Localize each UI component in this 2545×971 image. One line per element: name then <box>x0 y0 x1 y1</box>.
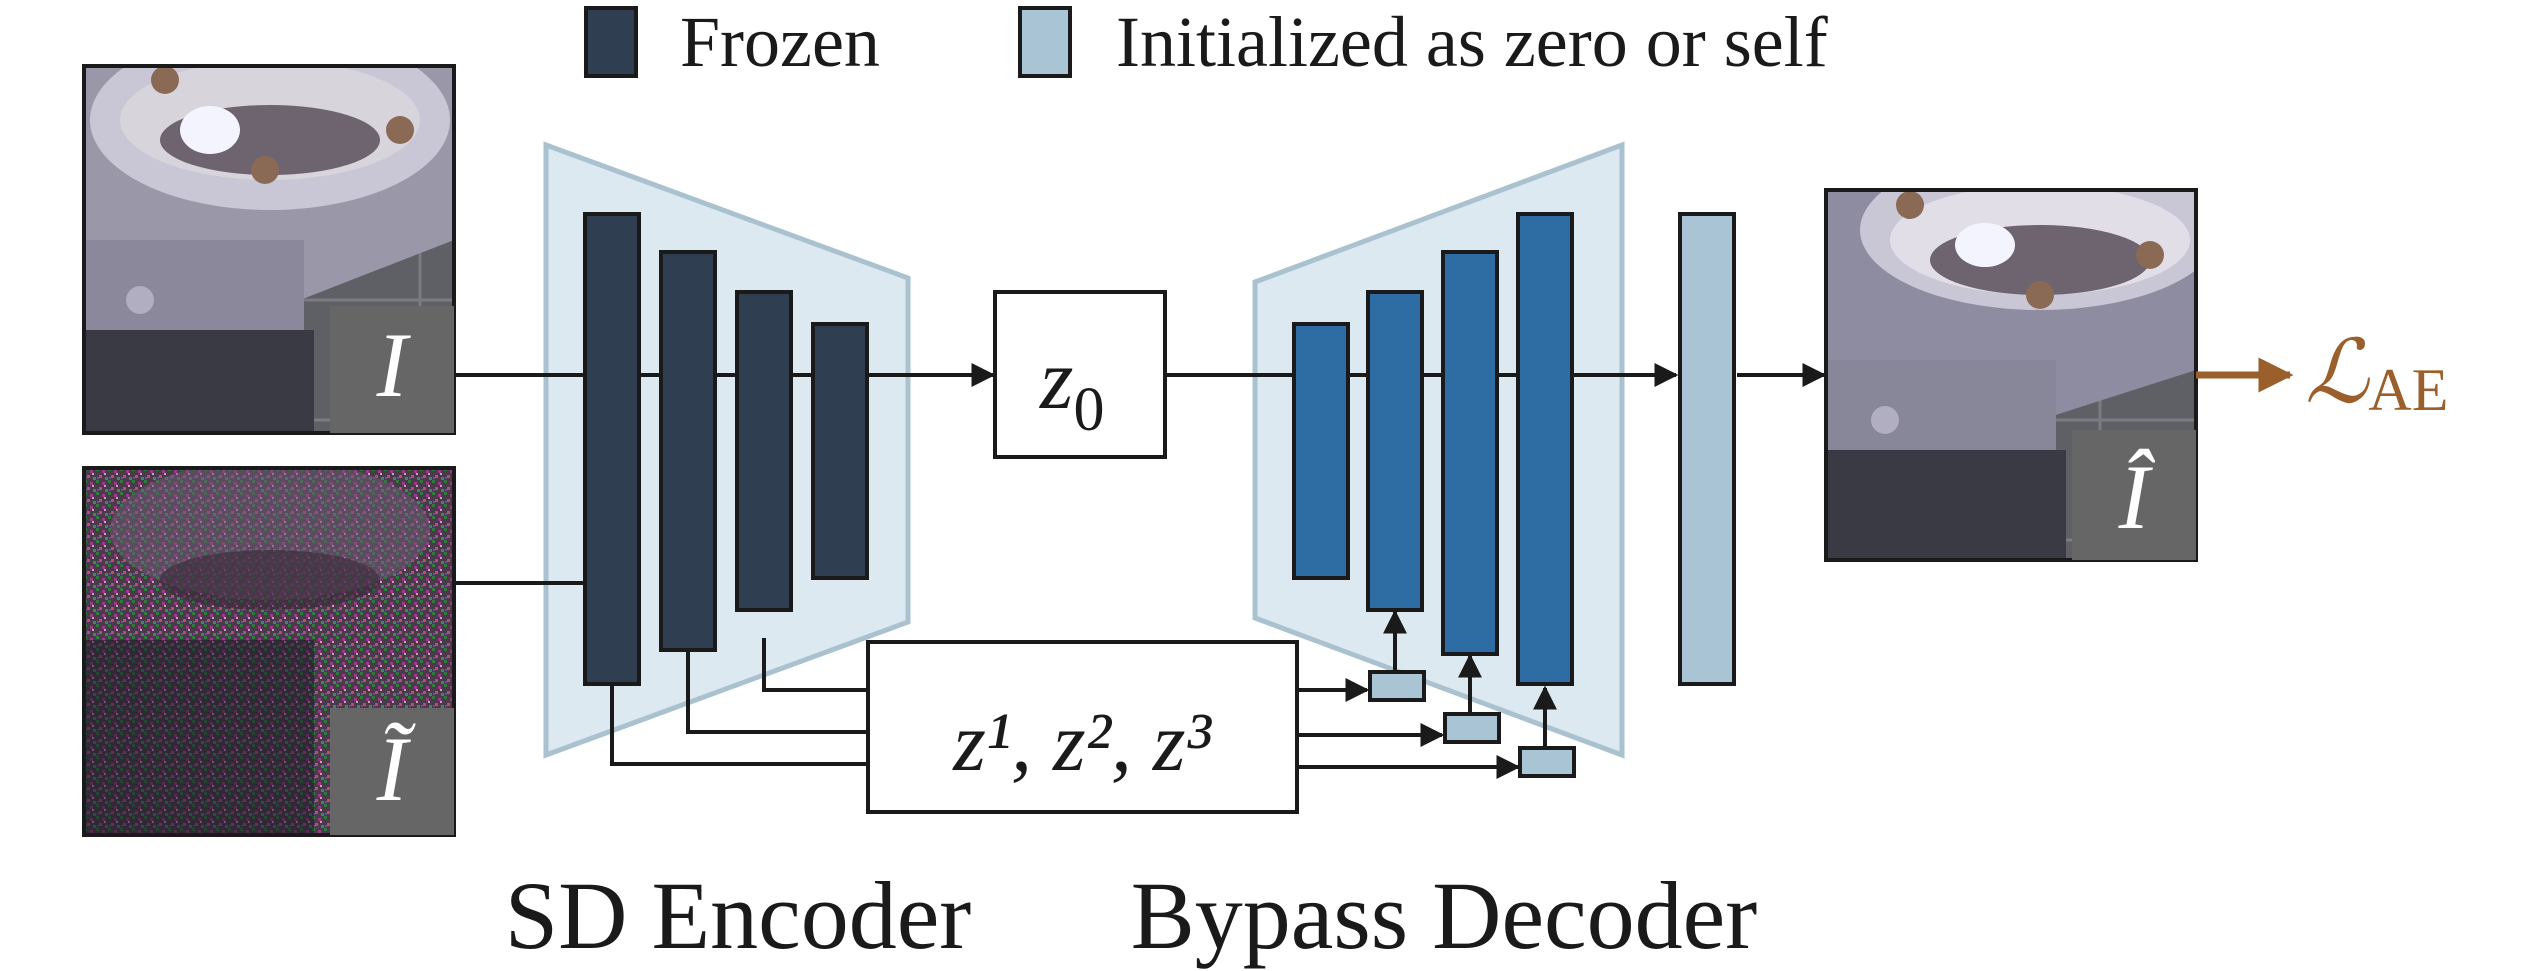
output-image-label-box <box>2072 430 2196 560</box>
legend: Frozen Initialized as zero or self <box>584 2 1828 82</box>
legend-init-label: Initialized as zero or self <box>1116 2 1828 82</box>
output-light-block <box>1678 212 1736 686</box>
skip-line-3 <box>610 684 868 766</box>
zero-block-1 <box>1368 670 1426 702</box>
loss-term: ℒAE <box>2196 325 2448 423</box>
legend-frozen-label: Frozen <box>680 2 880 82</box>
input-image-clean: I <box>82 64 456 435</box>
input-image-noisy: Ĩ <box>82 466 456 837</box>
skip-line-1 <box>762 638 868 692</box>
z0-label: z0 <box>1039 331 1104 444</box>
encoder-block-2 <box>659 250 717 652</box>
output-image: Î <box>1824 188 2198 562</box>
encoder-blocks <box>583 212 869 686</box>
zero-block-2 <box>1443 712 1501 744</box>
latent-skip-box: z¹, z², z³ <box>866 640 1299 814</box>
loss-label: ℒAE <box>2305 325 2448 423</box>
decoder-block-3 <box>1441 250 1499 656</box>
skip-line-2 <box>686 650 868 734</box>
legend-frozen-swatch <box>584 6 638 78</box>
decoder-blocks <box>1292 212 1574 686</box>
skip-latent-label: z¹, z², z³ <box>952 696 1212 789</box>
decoder-block-2 <box>1366 290 1424 612</box>
encoder-block-4 <box>811 322 869 580</box>
encoder-block-1 <box>583 212 641 686</box>
clean-image-label: I <box>376 314 412 416</box>
connectors <box>454 363 1827 779</box>
encoder-block-3 <box>735 290 793 612</box>
latent-z0-box: z0 <box>993 290 1167 459</box>
encoder-caption: SD Encoder <box>505 862 972 969</box>
zero-block-3 <box>1518 746 1576 778</box>
clean-image-label-box <box>330 306 454 433</box>
noisy-image-label-box <box>330 708 454 835</box>
decoder-caption: Bypass Decoder <box>1131 862 1758 969</box>
decoder-block-4 <box>1516 212 1574 686</box>
legend-init-swatch <box>1018 6 1072 78</box>
decoder-block-1 <box>1292 322 1350 580</box>
zero-init-blocks <box>1368 670 1576 778</box>
